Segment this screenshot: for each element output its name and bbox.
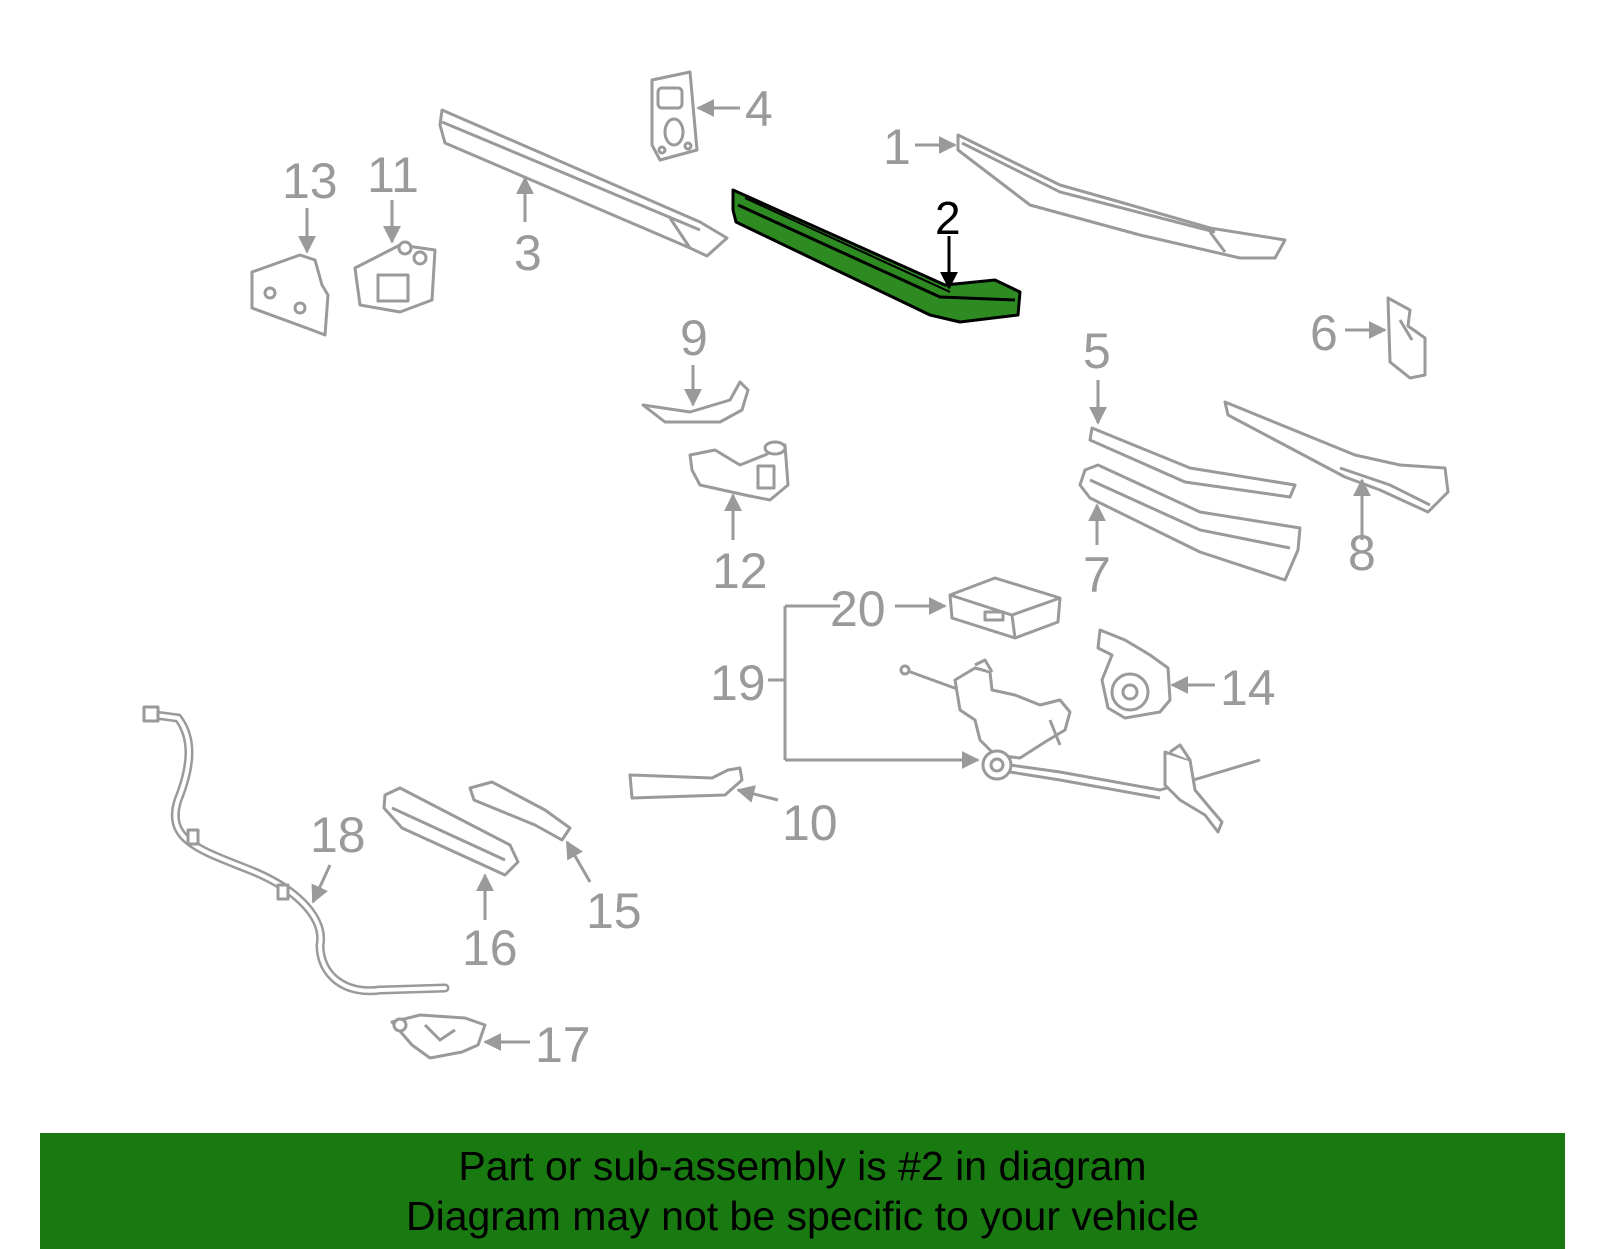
part-2-rail-highlighted[interactable] <box>731 188 1022 324</box>
part-4-bracket[interactable] <box>650 70 699 162</box>
callout-7[interactable]: 7 <box>1083 547 1111 603</box>
part-12-hinge[interactable] <box>688 440 790 502</box>
arrow-10 <box>736 785 779 803</box>
part-9-bracket[interactable] <box>641 380 750 424</box>
banner-line-1: Part or sub-assembly is #2 in diagram <box>458 1143 1147 1189</box>
part-14-motor-housing[interactable] <box>1096 628 1172 720</box>
info-banner: Part or sub-assembly is #2 in diagram Di… <box>40 1133 1565 1249</box>
callout-20[interactable]: 20 <box>830 581 886 637</box>
part-20-module[interactable] <box>948 576 1062 640</box>
callout-11[interactable]: 11 <box>367 147 419 203</box>
part-7-channel[interactable] <box>1078 463 1302 582</box>
callout-1[interactable]: 1 <box>883 119 911 175</box>
part-16-strip[interactable] <box>382 786 520 877</box>
callout-2[interactable]: 2 <box>935 192 961 244</box>
callout-9[interactable]: 9 <box>680 310 708 366</box>
callout-19-bracket <box>768 604 980 769</box>
part-6-bracket[interactable] <box>1386 296 1427 380</box>
callout-5[interactable]: 5 <box>1083 323 1111 379</box>
callout-10[interactable]: 10 <box>782 795 838 851</box>
callout-13[interactable]: 13 <box>282 153 338 209</box>
part-8-rail[interactable] <box>1223 400 1450 514</box>
part-15-strip[interactable] <box>468 780 572 842</box>
part-1-rail[interactable] <box>956 133 1287 260</box>
arrow-18 <box>311 864 332 904</box>
callout-17[interactable]: 17 <box>535 1017 591 1073</box>
callout-4[interactable]: 4 <box>745 81 773 137</box>
callout-14[interactable]: 14 <box>1220 660 1276 716</box>
callout-8[interactable]: 8 <box>1348 525 1376 581</box>
banner-line-2: Diagram may not be specific to your vehi… <box>405 1193 1199 1239</box>
callout-12[interactable]: 12 <box>712 543 768 599</box>
callout-18[interactable]: 18 <box>310 807 366 863</box>
callout-6[interactable]: 6 <box>1310 305 1338 361</box>
arrow-15 <box>565 840 592 883</box>
callout-3[interactable]: 3 <box>514 225 542 281</box>
part-10-bracket[interactable] <box>628 766 744 800</box>
part-3-rail[interactable] <box>438 108 729 258</box>
part-18-cable[interactable] <box>142 705 450 996</box>
callout-19[interactable]: 19 <box>710 655 766 711</box>
part-17-latch[interactable] <box>390 1013 487 1060</box>
part-19-wiper-linkage[interactable] <box>899 658 1261 834</box>
callout-15[interactable]: 15 <box>586 883 642 939</box>
part-11-hinge[interactable] <box>353 240 437 314</box>
callout-16[interactable]: 16 <box>462 920 518 976</box>
part-5-bar[interactable] <box>1088 426 1297 499</box>
part-13-bracket[interactable] <box>250 253 330 337</box>
